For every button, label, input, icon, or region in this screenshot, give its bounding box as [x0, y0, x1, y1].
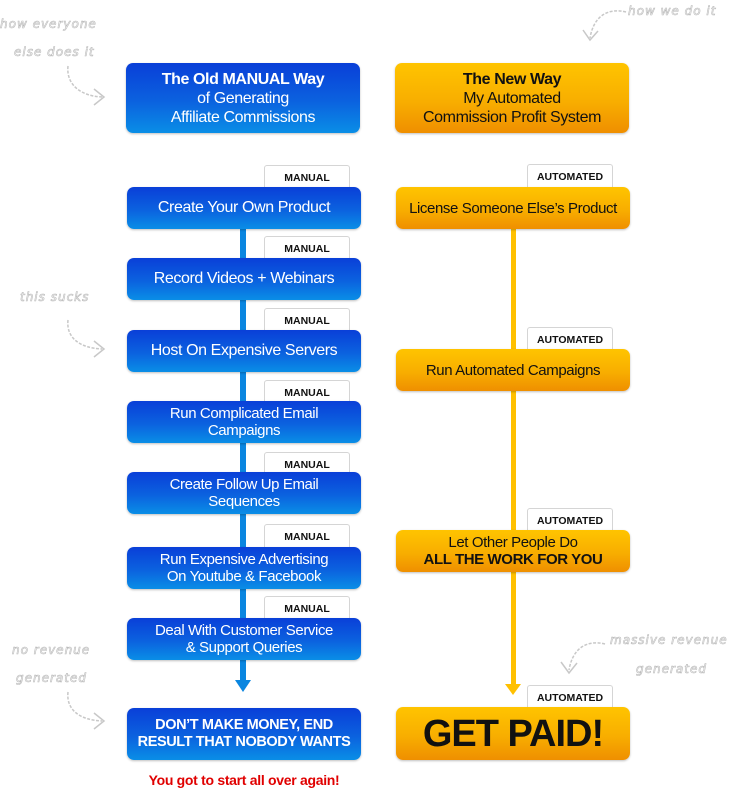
step-label-line2: ALL THE WORK FOR YOU — [423, 551, 603, 568]
arrow-down-icon — [505, 684, 521, 695]
annotation-massive-revenue-line2: generated — [636, 662, 707, 677]
new-way-header: The New Way My Automated Commission Prof… — [395, 63, 629, 133]
new-way-connector-line — [511, 228, 516, 686]
step-label-line2: Campaigns — [207, 422, 281, 439]
automated-tag: AUTOMATED — [527, 508, 613, 532]
new-way-step-license-product: License Someone Else’s Product — [396, 187, 630, 229]
manual-tag: MANUAL — [264, 380, 350, 404]
automated-tag: AUTOMATED — [527, 685, 613, 709]
annotation-this-sucks: this sucks — [20, 290, 90, 305]
manual-tag: MANUAL — [264, 524, 350, 548]
manual-tag: MANUAL — [264, 596, 350, 620]
curved-arrow-icon — [560, 642, 606, 675]
annotation-how-we-do-it: how we do it — [628, 4, 717, 19]
start-over-message: You got to start all over again! — [148, 772, 340, 788]
step-label-line2: On Youtube & Facebook — [166, 568, 322, 585]
old-way-subtitle-line2: Affiliate Commissions — [170, 108, 316, 126]
annotation-no-revenue-line2: generated — [16, 671, 87, 686]
step-label-line1: Deal With Customer Service — [155, 622, 333, 639]
annotation-massive-revenue-line1: massive revenue — [610, 633, 728, 648]
old-way-result: DON’T MAKE MONEY, END RESULT THAT NOBODY… — [127, 708, 361, 760]
old-way-step-follow-up: Create Follow Up Email Sequences — [127, 472, 361, 514]
annotation-how-everyone-line1: how everyone — [0, 17, 97, 32]
manual-tag: MANUAL — [264, 308, 350, 332]
old-way-step-customer-service: Deal With Customer Service & Support Que… — [127, 618, 361, 660]
new-way-subtitle-line2: Commission Profit System — [423, 108, 601, 126]
new-way-step-automated-campaigns: Run Automated Campaigns — [396, 349, 630, 391]
result-line2: RESULT THAT NOBODY WANTS — [137, 734, 351, 750]
step-label: Create Your Own Product — [157, 199, 331, 216]
curved-arrow-icon — [67, 319, 106, 358]
step-label: Run Automated Campaigns — [425, 361, 601, 379]
step-label: License Someone Else’s Product — [409, 199, 617, 217]
step-label-line1: Run Complicated Email — [169, 405, 319, 422]
manual-tag: MANUAL — [264, 236, 350, 260]
step-label-line1: Let Other People Do — [448, 534, 578, 551]
get-paid-label: GET PAID! — [422, 712, 604, 755]
step-label: Record Videos + Webinars — [153, 270, 335, 287]
old-way-step-email-campaigns: Run Complicated Email Campaigns — [127, 401, 361, 443]
new-way-step-others-do-work: Let Other People Do ALL THE WORK FOR YOU — [396, 530, 630, 572]
result-line1: DON’T MAKE MONEY, END — [155, 717, 333, 733]
old-way-title: The Old MANUAL Way — [161, 70, 325, 88]
step-label-line2: & Support Queries — [185, 639, 303, 656]
old-way-step-create-product: Create Your Own Product — [127, 187, 361, 229]
manual-tag: MANUAL — [264, 165, 350, 189]
new-way-subtitle-line1: My Automated — [463, 89, 561, 107]
automated-tag: AUTOMATED — [527, 164, 613, 188]
step-label-line1: Create Follow Up Email — [169, 476, 319, 493]
curved-arrow-icon — [582, 10, 627, 42]
old-way-connector-line — [240, 228, 246, 683]
curved-arrow-icon — [67, 65, 106, 106]
automated-tag: AUTOMATED — [527, 327, 613, 351]
old-way-step-advertising: Run Expensive Advertising On Youtube & F… — [127, 547, 361, 589]
annotation-how-everyone-line2: else does it — [14, 45, 95, 60]
new-way-title: The New Way — [462, 70, 562, 88]
step-label-line1: Run Expensive Advertising — [159, 551, 329, 568]
old-way-step-host-servers: Host On Expensive Servers — [127, 330, 361, 372]
old-way-step-record-videos: Record Videos + Webinars — [127, 258, 361, 300]
arrow-down-icon — [235, 680, 251, 692]
old-way-subtitle-line1: of Generating — [197, 89, 289, 107]
step-label-line2: Sequences — [208, 493, 280, 510]
annotation-no-revenue-line1: no revenue — [12, 643, 91, 658]
curved-arrow-icon — [67, 691, 106, 730]
step-label: Host On Expensive Servers — [150, 342, 338, 359]
old-way-header: The Old MANUAL Way of Generating Affilia… — [126, 63, 360, 133]
new-way-result: GET PAID! — [396, 707, 630, 760]
